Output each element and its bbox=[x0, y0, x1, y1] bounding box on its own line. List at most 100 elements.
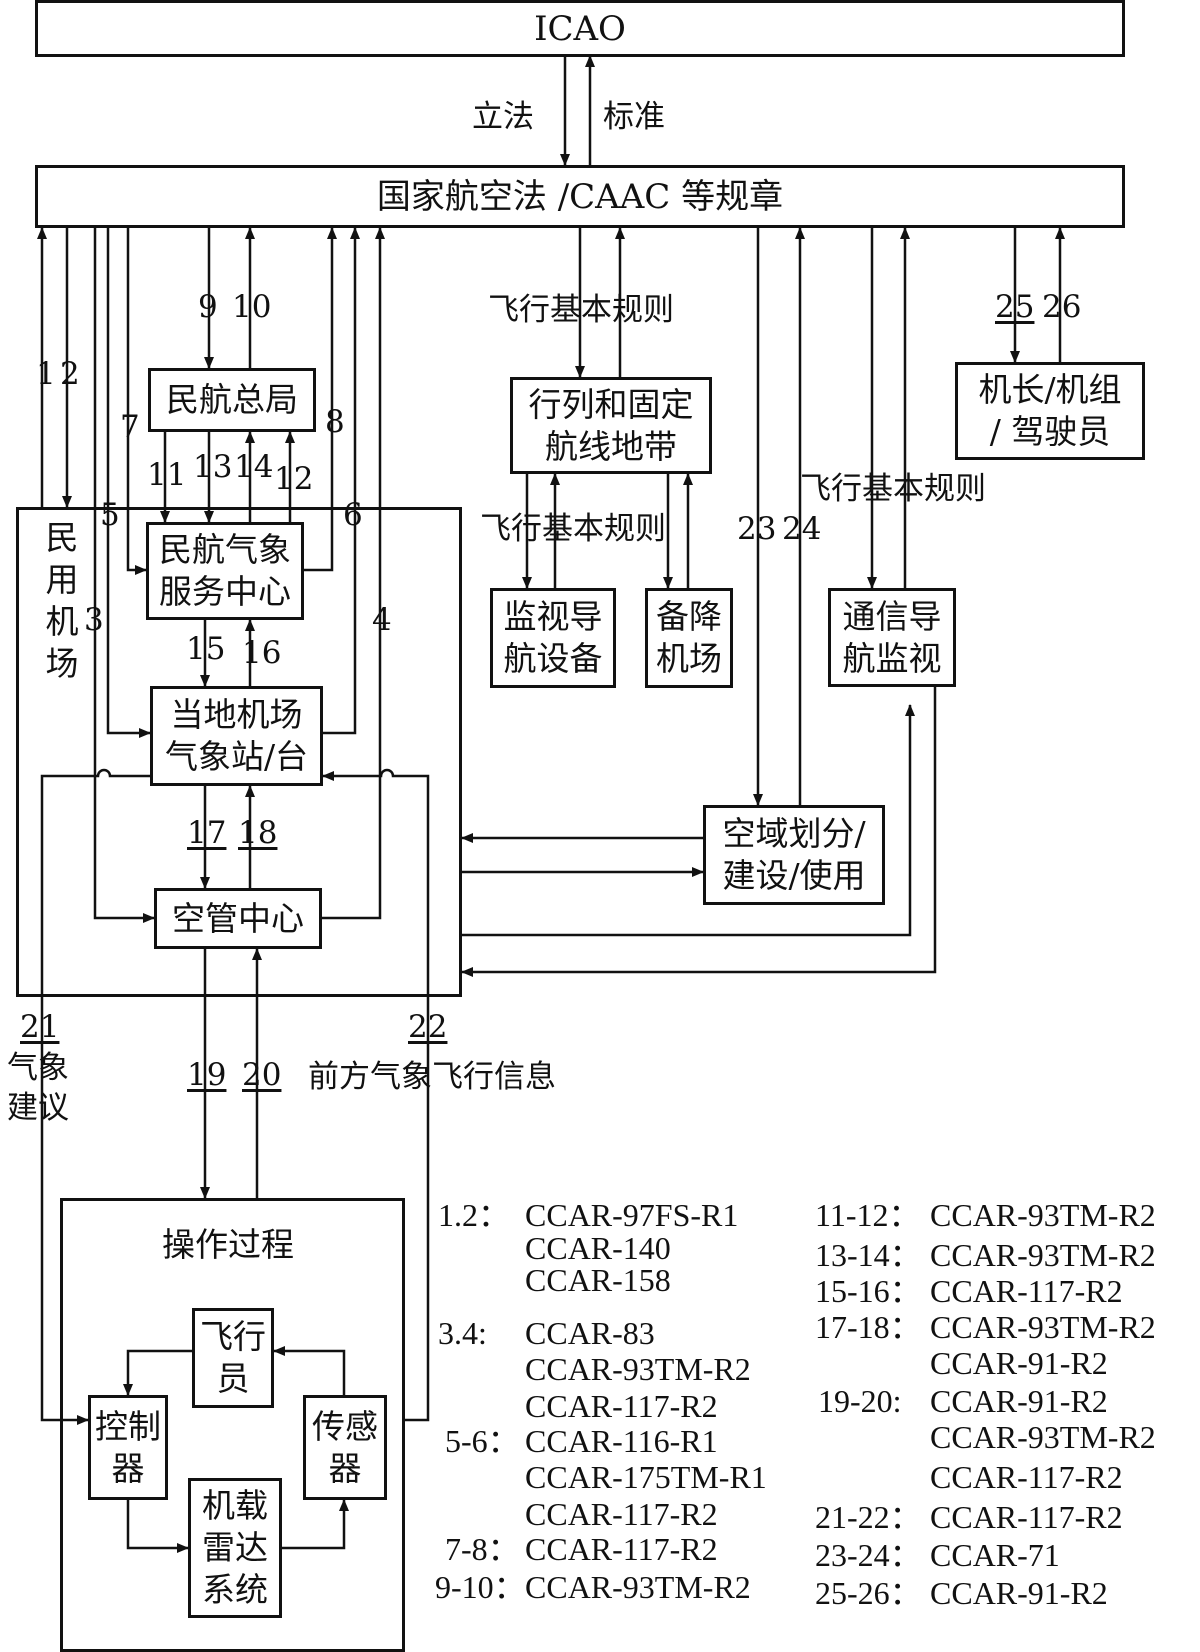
comm-line-2: 航监视 bbox=[842, 638, 942, 678]
sensor-line-2: 器 bbox=[328, 1448, 362, 1488]
comm-node: 通信导 航监视 bbox=[828, 588, 956, 687]
operation-process-title: 操作过程 bbox=[162, 1225, 294, 1264]
edge-airport-comm bbox=[462, 704, 915, 937]
legend-value: CCAR-117-R2 bbox=[930, 1499, 1123, 1535]
legend-value: CCAR-93TM-R2 bbox=[930, 1419, 1156, 1455]
comm-line-1: 通信导 bbox=[842, 596, 942, 636]
edge-label-11: 11 bbox=[147, 457, 187, 493]
atc-node: 空管中心 bbox=[154, 888, 322, 949]
legend-key-15-16: 15-16： bbox=[815, 1273, 922, 1309]
edge-label-14: 14 bbox=[234, 449, 274, 485]
legend-value: CCAR-91-R2 bbox=[930, 1383, 1108, 1419]
edge-label-7: 7 bbox=[120, 409, 140, 445]
civil-airport-container bbox=[16, 507, 462, 997]
pilot-line-1: 飞行 bbox=[200, 1317, 266, 1356]
controller-node: 控制 器 bbox=[88, 1395, 168, 1500]
icao-label: ICAO bbox=[534, 8, 626, 49]
local-met-line-2: 气象站/台 bbox=[164, 737, 309, 776]
caac-label: 民航总局 bbox=[166, 380, 298, 419]
legend-value: CCAR-158 bbox=[525, 1262, 671, 1298]
met-advice-line-1: 气象 bbox=[7, 1050, 69, 1086]
legend-value: CCAR-117-R2 bbox=[525, 1531, 718, 1567]
legend-value: CCAR-117-R2 bbox=[525, 1496, 718, 1532]
edge-22 bbox=[322, 768, 430, 1422]
legend-key-11-12: 11-12： bbox=[815, 1197, 921, 1233]
edge-label-24: 24 bbox=[782, 511, 822, 547]
legend-value: CCAR-97FS-R1 bbox=[525, 1197, 739, 1233]
edge-3 bbox=[93, 228, 155, 923]
civil-airport-label: 民 用 机 场 bbox=[42, 517, 82, 685]
edge-label-2: 2 bbox=[60, 356, 80, 392]
met-center-line-2: 服务中心 bbox=[159, 572, 291, 611]
route-line-1: 行列和固定 bbox=[528, 384, 694, 424]
legend-value: CCAR-93TM-R2 bbox=[930, 1197, 1156, 1233]
basic-rules-label-1: 飞行基本规则 bbox=[488, 292, 674, 328]
legend-value: CCAR-117-R2 bbox=[930, 1273, 1123, 1309]
forward-info-label: 前方气象飞行信息 bbox=[308, 1059, 556, 1095]
local-met-node: 当地机场 气象站/台 bbox=[150, 686, 323, 786]
edge-21 bbox=[40, 768, 150, 1425]
legend-value: CCAR-93TM-R2 bbox=[930, 1309, 1156, 1345]
controller-line-2: 器 bbox=[111, 1448, 145, 1488]
edge-controller-radar bbox=[126, 1500, 189, 1553]
captain-line-2: / 驾驶员 bbox=[989, 412, 1111, 451]
legend-value: CCAR-117-R2 bbox=[525, 1388, 718, 1424]
basic-rules-label-2: 飞行基本规则 bbox=[480, 511, 666, 547]
edge-8 bbox=[304, 227, 337, 572]
legend-value: CCAR-93TM-R2 bbox=[525, 1569, 751, 1605]
route-node: 行列和固定 航线地带 bbox=[510, 377, 712, 474]
met-center-node: 民航气象 服务中心 bbox=[146, 522, 304, 620]
local-met-line-1: 当地机场 bbox=[170, 695, 303, 734]
legend-value: CCAR-117-R2 bbox=[930, 1459, 1123, 1495]
airport-char-4: 场 bbox=[45, 644, 79, 683]
law-label: 国家航空法 /CAAC 等规章 bbox=[376, 176, 784, 217]
legend-key-9-10: 9-10： bbox=[435, 1569, 526, 1605]
legend-value: CCAR-83 bbox=[525, 1315, 655, 1351]
route-line-2: 航线地带 bbox=[545, 426, 677, 466]
edge-7 bbox=[126, 228, 147, 575]
legend-key-19-20: 19-20: bbox=[818, 1383, 902, 1419]
captain-node: 机长/机组 / 驾驶员 bbox=[955, 362, 1145, 460]
airspace-line-2: 建设/使用 bbox=[722, 856, 866, 895]
airport-char-1: 民 bbox=[45, 518, 79, 557]
edge-comm-airport bbox=[461, 687, 937, 977]
radar-node: 机载 雷达 系统 bbox=[188, 1478, 282, 1618]
edge-label-13: 13 bbox=[193, 449, 233, 485]
surveillance-line-1: 监视导 bbox=[503, 597, 603, 636]
edge-sensor-pilot bbox=[273, 1346, 346, 1395]
edge-label-16: 16 bbox=[242, 635, 282, 671]
edge-label-17: 17 bbox=[187, 815, 227, 851]
legend-key-1-2: 1.2： bbox=[438, 1197, 511, 1233]
law-node: 国家航空法 /CAAC 等规章 bbox=[35, 165, 1125, 228]
edge-label-6: 6 bbox=[343, 497, 363, 533]
edge-5 bbox=[106, 228, 151, 738]
captain-line-1: 机长/机组 bbox=[978, 370, 1122, 409]
edge-label-9: 9 bbox=[198, 289, 218, 325]
legend-key-7-8: 7-8： bbox=[445, 1531, 520, 1567]
sensor-node: 传感 器 bbox=[303, 1395, 387, 1500]
radar-line-1: 机载 bbox=[202, 1486, 268, 1525]
legend-value: CCAR-116-R1 bbox=[525, 1423, 718, 1459]
edge-label-20: 20 bbox=[242, 1057, 282, 1093]
legend-key-13-14: 13-14： bbox=[815, 1237, 922, 1273]
pilot-line-2: 员 bbox=[216, 1359, 250, 1398]
legend-value: CCAR-175TM-R1 bbox=[525, 1459, 767, 1495]
legend-key-23-24: 23-24： bbox=[815, 1537, 922, 1573]
edge-label-18: 18 bbox=[238, 815, 278, 851]
edge-label-19: 19 bbox=[187, 1057, 227, 1093]
surveillance-node: 监视导 航设备 bbox=[490, 588, 616, 688]
edge-4 bbox=[322, 227, 385, 920]
airspace-node: 空域划分/ 建设/使用 bbox=[703, 805, 885, 905]
legend-key-21-22: 21-22： bbox=[815, 1499, 922, 1535]
legislate-label: 立法 bbox=[472, 99, 534, 135]
legend-key-17-18: 17-18： bbox=[815, 1309, 922, 1345]
edge-6 bbox=[322, 227, 360, 735]
alternate-line-1: 备降 bbox=[656, 597, 722, 636]
legend-value: CCAR-93TM-R2 bbox=[525, 1351, 751, 1387]
edge-label-21: 21 bbox=[20, 1009, 60, 1045]
legend-key-5-6: 5-6： bbox=[445, 1423, 520, 1459]
airspace-line-1: 空域划分/ bbox=[722, 814, 866, 853]
edge-label-5: 5 bbox=[100, 497, 120, 533]
basic-rules-label-3: 飞行基本规则 bbox=[800, 471, 986, 507]
